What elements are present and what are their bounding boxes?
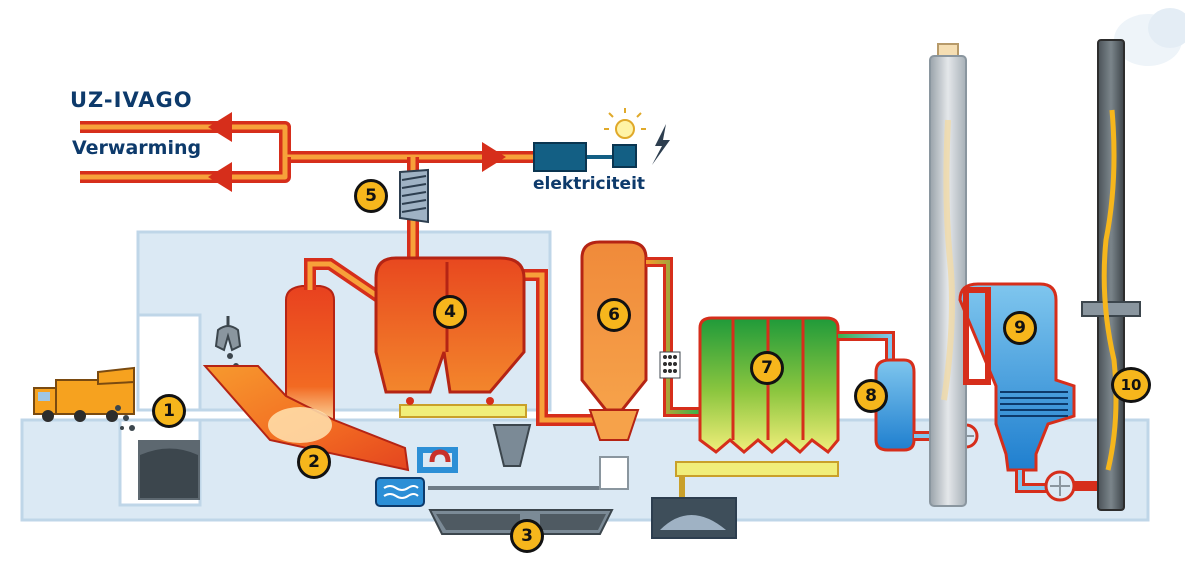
flue-gas-duct xyxy=(304,258,602,426)
turbine xyxy=(399,168,429,224)
step-badge-3: 3 xyxy=(510,519,544,553)
garbage-truck-icon xyxy=(33,366,135,422)
generator xyxy=(533,142,637,172)
step-badge-2: 2 xyxy=(297,445,331,479)
step-badge-9: 9 xyxy=(1003,311,1037,345)
step-badge-8: 8 xyxy=(854,379,888,413)
step-badge-7: 7 xyxy=(750,351,784,385)
step-badge-1: 1 xyxy=(152,394,186,428)
lightbulb-icon xyxy=(604,108,646,139)
destination-title: UZ-IVAGO xyxy=(70,88,193,112)
waste-bunker xyxy=(115,405,200,500)
chimney-grey xyxy=(929,43,967,507)
bag-filter xyxy=(651,316,895,539)
step-badge-10: 10 xyxy=(1111,367,1151,403)
step-badge-5: 5 xyxy=(354,179,388,213)
chimney-dark xyxy=(1081,8,1185,511)
catalyst-unit xyxy=(958,282,1100,502)
heating-label: Verwarming xyxy=(72,137,202,159)
step-badge-6: 6 xyxy=(597,298,631,332)
step-badge-4: 4 xyxy=(433,295,467,329)
lightning-bolt-icon xyxy=(652,124,670,165)
flow-arrows xyxy=(208,112,506,192)
furnace xyxy=(202,285,410,472)
crane-grab-icon xyxy=(214,316,242,369)
electricity-label: elektriciteit xyxy=(533,174,646,194)
heat-network-pipes xyxy=(80,121,615,262)
